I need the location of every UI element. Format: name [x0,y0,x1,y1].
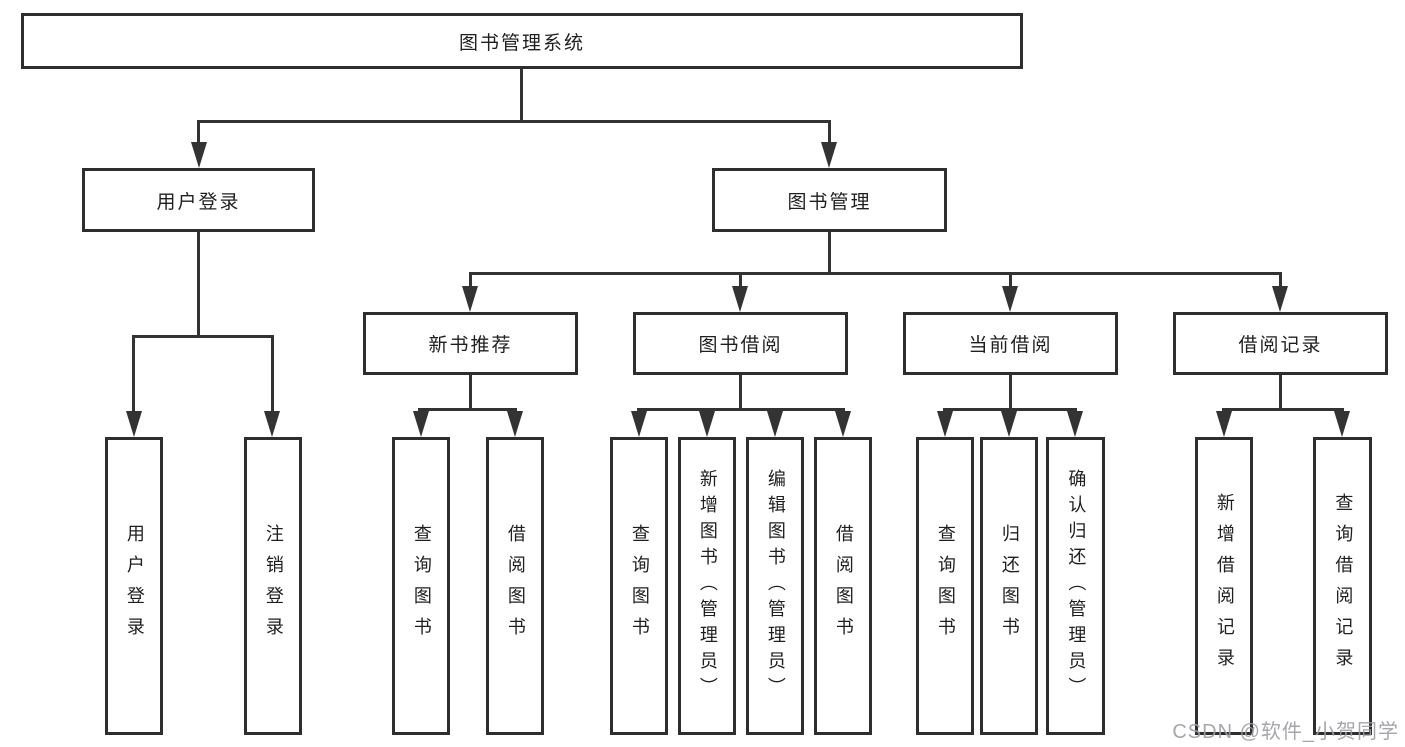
arrow-down-icon [1216,411,1232,437]
connector-line [828,120,831,144]
node-current-borrow: 当前借阅 [903,312,1118,375]
leaf-query-books-borrow: 查询图书 [610,437,668,735]
leaf-confirm-return-admin: 确认归还（管理员） [1046,437,1105,735]
node-label: 图书管理系统 [458,32,585,54]
node-label: 借阅记录 [1238,335,1323,356]
arrow-down-icon [835,411,851,437]
connector-line [637,408,845,411]
node-label: 新增图书（管理员） [697,469,718,703]
connector-line [739,375,742,408]
node-label: 新书推荐 [428,335,513,356]
connector-line [1222,408,1344,411]
node-label: 查询图书 [935,524,956,648]
arrow-down-icon [264,411,280,437]
connector-line [469,272,1282,275]
connector-line [469,375,472,408]
node-label: 用户登录 [156,191,241,213]
node-label: 图书管理 [787,191,872,213]
connector-line [1279,272,1282,288]
connector-line [828,232,831,272]
leaf-edit-books-admin: 编辑图书（管理员） [746,437,804,735]
arrow-down-icon [1334,411,1350,437]
connector-line [418,408,517,411]
arrow-down-icon [126,411,142,437]
connector-line [197,232,200,335]
arrow-down-icon [1067,411,1083,437]
node-library-management-system: 图书管理系统 [21,13,1023,69]
arrow-down-icon [191,142,207,168]
node-borrow-records: 借阅记录 [1173,312,1388,375]
connector-line [1009,272,1012,288]
arrow-down-icon [413,411,429,437]
node-label: 注销登录 [263,524,284,648]
connector-line [739,272,742,288]
connector-line [132,335,274,338]
connector-line [271,335,274,411]
node-label: 图书借阅 [698,335,783,356]
leaf-add-books-admin: 新增图书（管理员） [678,437,736,735]
arrow-down-icon [937,411,953,437]
arrow-down-icon [1002,286,1018,312]
connector-line [197,120,831,123]
arrow-down-icon [699,411,715,437]
watermark: CSDN @软件_小贺同学 [1172,721,1399,743]
arrow-down-icon [631,411,647,437]
arrow-down-icon [767,411,783,437]
arrow-down-icon [507,411,523,437]
arrow-down-icon [1272,286,1288,312]
arrow-down-icon [462,286,478,312]
connector-line [1009,375,1012,408]
node-label: 查询借阅记录 [1333,493,1354,679]
connector-line [197,120,200,144]
node-book-borrow: 图书借阅 [633,312,848,375]
node-new-book-recommend: 新书推荐 [363,312,578,375]
node-label: 新增借阅记录 [1214,493,1235,679]
leaf-add-borrow-record: 新增借阅记录 [1195,437,1253,735]
leaf-query-books-current: 查询图书 [916,437,974,735]
connector-line [943,408,1077,411]
leaf-query-borrow-record: 查询借阅记录 [1313,437,1372,735]
leaf-return-books: 归还图书 [980,437,1038,735]
node-label: 用户登录 [124,524,145,648]
connector-line [469,272,472,288]
arrow-down-icon [732,286,748,312]
node-label: 确认归还（管理员） [1066,469,1087,703]
connector-line [520,69,523,120]
node-label: 查询图书 [411,524,432,648]
node-label: 归还图书 [999,524,1020,648]
leaf-borrow-books-recommend: 借阅图书 [486,437,544,735]
leaf-query-books-recommend: 查询图书 [392,437,450,735]
node-user-login: 用户登录 [82,168,315,232]
node-label: 借阅图书 [833,524,854,648]
node-label: 借阅图书 [505,524,526,648]
connector-line [132,335,135,411]
node-label: 编辑图书（管理员） [765,469,786,703]
arrow-down-icon [821,142,837,168]
arrow-down-icon [1001,411,1017,437]
node-label: 查询图书 [629,524,650,648]
connector-line [1279,375,1282,408]
leaf-user-login: 用户登录 [105,437,163,735]
leaf-logout-login: 注销登录 [244,437,302,735]
node-label: 当前借阅 [968,335,1053,356]
node-book-management: 图书管理 [712,168,947,232]
leaf-borrow-books: 借阅图书 [814,437,872,735]
